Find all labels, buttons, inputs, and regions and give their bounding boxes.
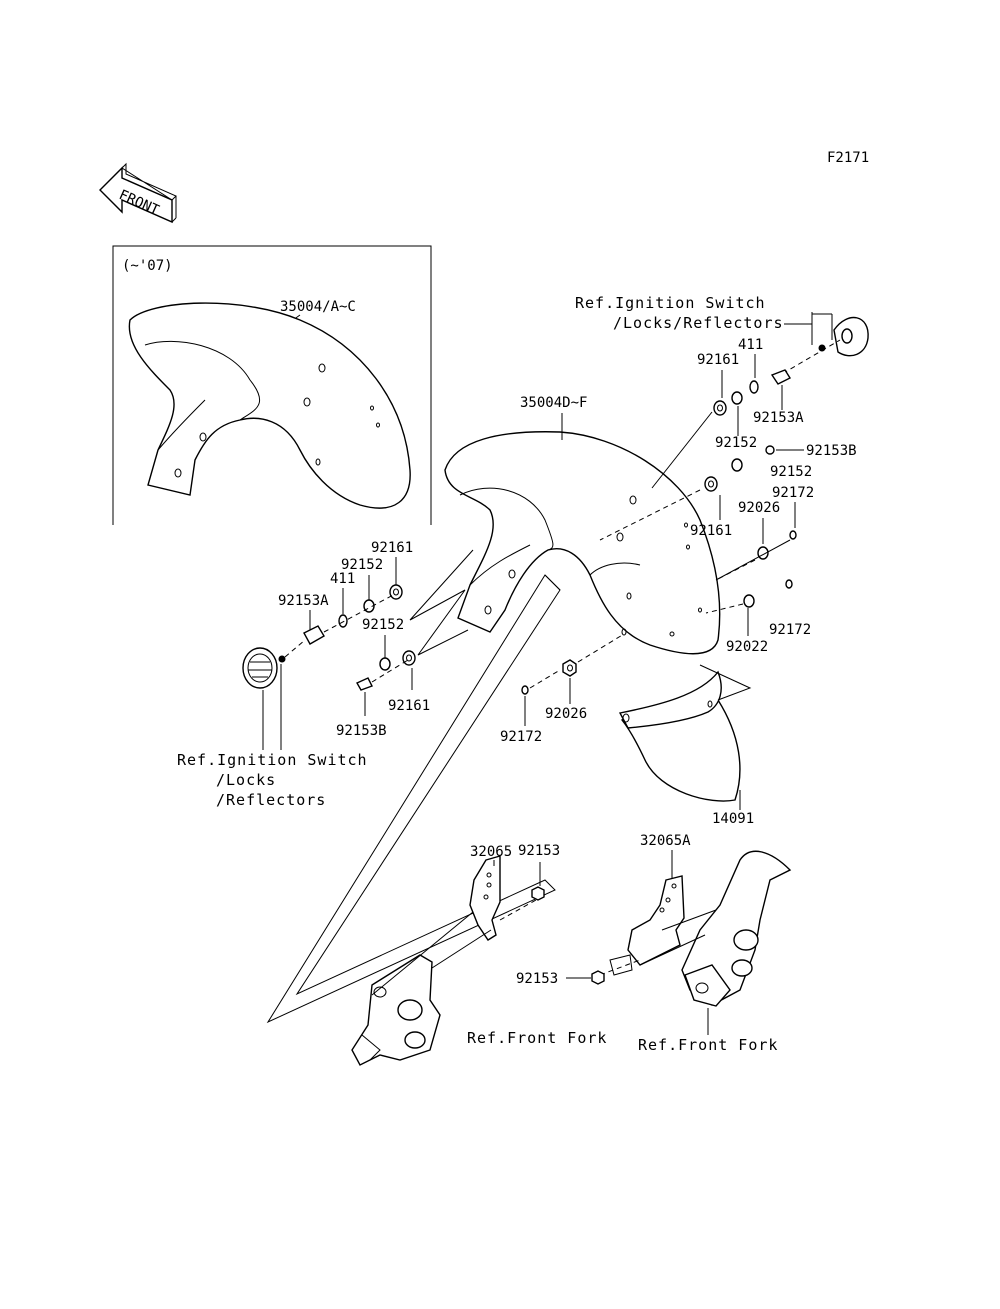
ref-ignition-right-2: /Locks/Reflectors	[613, 314, 784, 332]
label-92153-bottom: 92153	[516, 971, 558, 987]
figure-id: F2171	[827, 150, 869, 166]
label-92152-right-b: 92152	[770, 464, 812, 480]
inset-title: (~'07)	[122, 258, 173, 274]
bracket-32065a	[599, 850, 792, 1007]
bracket-32065	[351, 855, 537, 1066]
label-32065: 32065	[470, 844, 512, 860]
label-92161-left-b: 92161	[388, 698, 430, 714]
label-92153a-right: 92153A	[753, 410, 804, 426]
label-14091: 14091	[712, 811, 754, 827]
ref-ignition-left-3: /Reflectors	[216, 791, 326, 809]
ref-front-fork-right: Ref.Front Fork	[638, 1036, 778, 1054]
label-92161-right-b: 92161	[690, 523, 732, 539]
ref-ignition-right-1: Ref.Ignition Switch	[575, 294, 766, 312]
label-92161-right-a: 92161	[697, 352, 739, 368]
inset-box: (~'07) 35004/A~C	[112, 245, 432, 525]
label-92172-right-b: 92172	[769, 622, 811, 638]
front-arrow-icon: FRONT	[99, 162, 177, 224]
label-92172-right-a: 92172	[772, 485, 814, 501]
ref-ignition-left-2: /Locks	[216, 771, 276, 789]
label-92152-left-b: 92152	[362, 617, 404, 633]
label-92026-right: 92026	[738, 500, 780, 516]
left-reflector	[242, 639, 306, 689]
label-411-left: 411	[330, 571, 355, 587]
label-92172-center: 92172	[500, 729, 542, 745]
label-92161-left-a: 92161	[371, 540, 413, 556]
label-92152-left-a: 92152	[341, 557, 383, 573]
label-35004d-f: 35004D~F	[520, 395, 587, 411]
label-92153b-right: 92153B	[806, 443, 857, 459]
label-92153a-left: 92153A	[278, 593, 329, 609]
label-32065a: 32065A	[640, 833, 691, 849]
rear-flap	[618, 664, 752, 802]
ref-front-fork-left: Ref.Front Fork	[467, 1029, 607, 1047]
main-fender	[444, 431, 721, 655]
label-92153-top: 92153	[518, 843, 560, 859]
old-fender	[128, 302, 411, 509]
label-92026-center: 92026	[545, 706, 587, 722]
label-92152-right-a: 92152	[715, 435, 757, 451]
label-411-right: 411	[738, 337, 763, 353]
inset-part-label: 35004/A~C	[280, 299, 356, 315]
label-92022-right: 92022	[726, 639, 768, 655]
label-92153b-left: 92153B	[336, 723, 387, 739]
right-reflector	[770, 316, 869, 385]
ref-ignition-left-1: Ref.Ignition Switch	[177, 751, 368, 769]
